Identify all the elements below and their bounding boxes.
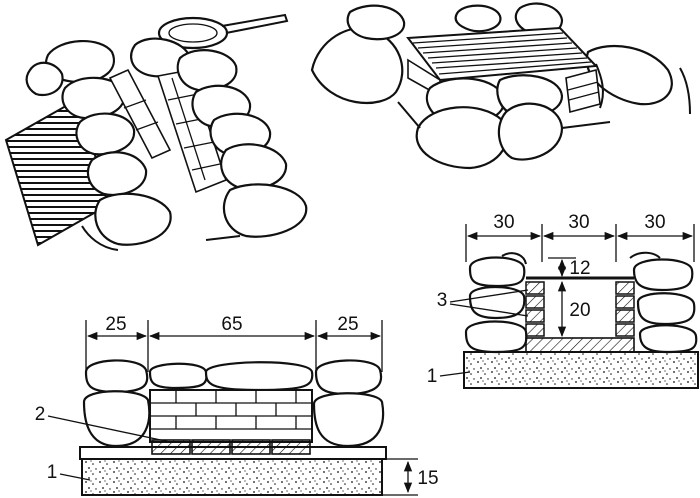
stone xyxy=(346,4,406,41)
brick-joint xyxy=(567,81,600,101)
dimension-gap-label: 12 xyxy=(569,258,590,279)
dimension-left-label: 30 xyxy=(493,212,514,233)
dimension-left-label: 25 xyxy=(105,314,126,335)
brick-joint xyxy=(171,77,206,181)
stone xyxy=(312,392,385,448)
stone xyxy=(464,320,528,354)
stone xyxy=(585,44,673,106)
hatched-brick xyxy=(615,295,635,309)
top-left-perspective-drawing xyxy=(4,13,308,251)
stone xyxy=(82,390,151,448)
stone xyxy=(636,292,696,326)
leader-line xyxy=(449,289,529,303)
stone xyxy=(310,27,404,105)
pan-lid-inner xyxy=(168,23,218,43)
brick-wall xyxy=(149,389,313,443)
stone xyxy=(220,143,288,190)
stone xyxy=(468,286,526,320)
stone xyxy=(75,112,136,156)
stone xyxy=(632,258,694,292)
leader-line xyxy=(439,371,471,377)
hatched-base-brick xyxy=(525,337,635,353)
stone xyxy=(61,76,126,120)
stone-edge xyxy=(501,252,527,265)
callout-1-label: 1 xyxy=(47,462,58,483)
hatched-brick xyxy=(271,439,311,455)
stone xyxy=(415,106,509,170)
stone xyxy=(86,151,148,196)
brick-joint xyxy=(167,93,221,171)
hatched-brick xyxy=(525,295,545,309)
brick xyxy=(565,68,601,114)
ground-line xyxy=(679,67,691,115)
hatched-brick xyxy=(615,309,635,323)
hatched-brick xyxy=(615,281,635,295)
leader-line xyxy=(59,473,91,481)
callout-3-label: 3 xyxy=(437,290,448,311)
stone xyxy=(222,183,308,238)
hatched-brick xyxy=(525,323,545,337)
gravel-base xyxy=(463,351,699,389)
ground-line xyxy=(81,225,119,251)
callout-1-label: 1 xyxy=(427,366,438,387)
bottom-left-section-view: 25 65 25 15 2 1 xyxy=(35,314,439,496)
gravel-base xyxy=(81,458,383,496)
hatched-brick xyxy=(191,439,231,455)
stone xyxy=(468,256,526,288)
callout-2-label: 2 xyxy=(35,404,46,425)
hatched-brick xyxy=(615,323,635,337)
leader-line xyxy=(449,303,529,317)
dimension-right-label: 25 xyxy=(337,314,358,335)
grill-bars xyxy=(412,32,592,75)
stone xyxy=(94,192,172,246)
dimension-middle-label: 65 xyxy=(221,314,242,335)
dimension-height-label: 15 xyxy=(417,468,438,489)
top-right-perspective-drawing xyxy=(310,2,691,170)
hatched-brick xyxy=(231,439,271,455)
right-section-view: 30 30 30 12 20 3 1 xyxy=(427,212,699,389)
hatched-brick xyxy=(151,439,191,455)
hatched-brick xyxy=(525,281,545,295)
stone xyxy=(84,359,149,394)
stone xyxy=(176,49,238,92)
dimension-middle-label: 30 xyxy=(568,212,589,233)
stone xyxy=(204,361,314,392)
hatched-brick xyxy=(525,309,545,323)
stone xyxy=(25,61,64,97)
stone xyxy=(638,324,698,354)
stone xyxy=(148,362,208,390)
stone xyxy=(497,102,564,161)
leader-line xyxy=(47,415,171,443)
stone xyxy=(314,359,383,396)
stone-edge xyxy=(595,63,604,109)
stone xyxy=(454,4,502,33)
brick-joint xyxy=(123,99,159,131)
stone-edge xyxy=(629,251,661,259)
brick xyxy=(108,68,172,160)
dimension-height-label: 20 xyxy=(569,300,590,321)
ground-line xyxy=(397,101,611,129)
dimension-right-label: 30 xyxy=(644,212,665,233)
ground-line xyxy=(205,235,241,241)
pan-handle xyxy=(221,13,289,34)
